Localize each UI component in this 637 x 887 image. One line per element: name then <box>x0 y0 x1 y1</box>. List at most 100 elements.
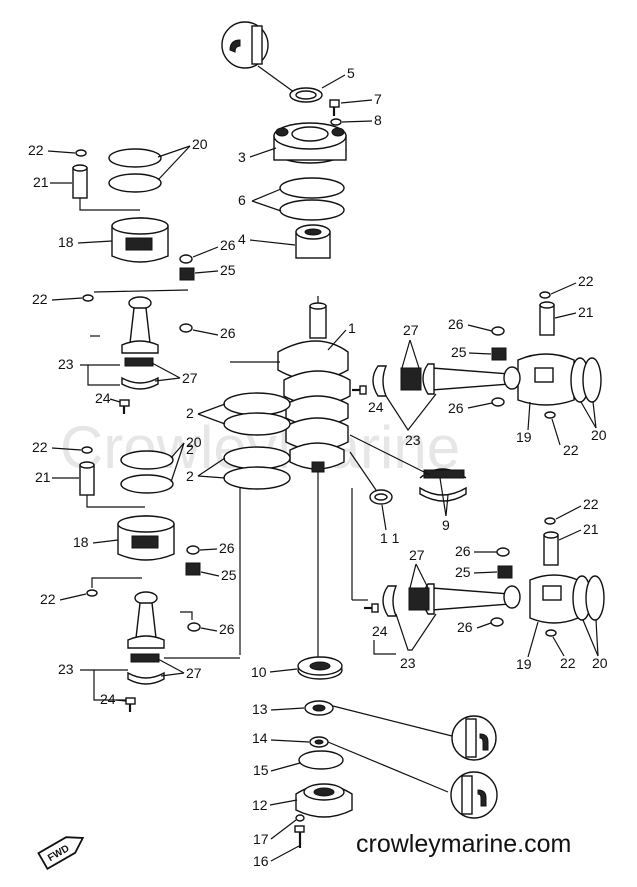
o-rings-6 <box>279 177 345 221</box>
piston-pin-21-lower-right <box>543 531 559 566</box>
piston-pin-21-lower-left <box>79 461 95 496</box>
callout-21b: 21 <box>35 469 51 485</box>
clip-22-right-2 <box>544 411 556 419</box>
clip-22-upper-left <box>75 149 87 157</box>
callout-17: 17 <box>253 831 269 847</box>
callout-22g: 22 <box>583 496 599 512</box>
callout-24d: 24 <box>372 623 388 639</box>
connecting-rod-upper-right <box>422 363 521 395</box>
seal-13 <box>304 700 334 716</box>
bearing-10 <box>297 656 343 680</box>
rod-cap-bearings-lower-left <box>127 653 165 685</box>
piston-rings-2 <box>223 392 291 490</box>
connecting-rod-upper-left <box>121 296 159 354</box>
callout-22b: 22 <box>32 291 48 307</box>
piston-pin-21-upper-left <box>72 164 88 199</box>
rod-cap-bearings-upper-right <box>372 365 422 397</box>
site-footer: crowleymarine.com <box>356 830 571 858</box>
callout-26h: 26 <box>457 619 473 635</box>
callout-5: 5 <box>347 65 355 81</box>
washer-26-upper-right-top <box>491 326 505 336</box>
bolt-7 <box>329 99 340 116</box>
callout-1: 1 <box>348 320 356 336</box>
clip-22-lower-right <box>544 517 556 525</box>
connecting-rod-lower-right <box>422 583 521 615</box>
callout-22h: 22 <box>560 655 576 671</box>
callout-22d: 22 <box>40 591 56 607</box>
fwd-arrow-icon: FWD <box>37 836 85 871</box>
callout-3: 3 <box>238 149 246 165</box>
callout-25b: 25 <box>221 567 237 583</box>
callout-26c: 26 <box>219 540 235 556</box>
bearing-25-upper-center <box>179 267 195 281</box>
callout-26a: 26 <box>220 237 236 253</box>
rod-cap-bearings-lower-right <box>382 585 430 617</box>
callout-20a: 20 <box>192 136 208 152</box>
callout-14: 14 <box>252 730 268 746</box>
washer-26-lower-center <box>186 545 200 555</box>
callout-15: 15 <box>253 762 269 778</box>
callout-23c: 23 <box>405 432 421 448</box>
callout-21c: 21 <box>578 304 594 320</box>
washer-17 <box>295 814 305 822</box>
callout-19a: 19 <box>516 429 532 445</box>
lower-seal-detail-lower <box>327 741 498 819</box>
o-ring-15 <box>298 750 344 770</box>
clip-22-upper-right <box>539 291 551 299</box>
bearing-4 <box>295 224 331 259</box>
callout-24b: 24 <box>100 691 116 707</box>
clip-22-lower-left <box>81 446 93 454</box>
callout-13: 13 <box>252 701 268 717</box>
callout-6: 6 <box>238 192 246 208</box>
bolt-24-lower-left <box>125 697 136 712</box>
seal-11 <box>369 489 393 505</box>
callout-26g: 26 <box>455 543 471 559</box>
callout-21d: 21 <box>583 521 599 537</box>
seal-14 <box>309 736 329 748</box>
callout-20c: 20 <box>591 427 607 443</box>
callout-11: 1 1 <box>380 530 400 546</box>
lower-bearing-housing-12 <box>295 783 353 818</box>
callout-26f: 26 <box>448 400 464 416</box>
washer-26-upper-right-bottom <box>491 397 505 407</box>
callout-27a: 27 <box>182 370 198 386</box>
callout-18a: 18 <box>58 234 74 250</box>
piston-rings-20-lower-right <box>572 575 605 621</box>
callout-26b: 26 <box>220 325 236 341</box>
callout-23a: 23 <box>58 356 74 372</box>
bearing-25-lower-right <box>497 565 513 579</box>
callout-10: 10 <box>251 664 267 680</box>
lower-seal-detail-upper <box>332 705 497 761</box>
rod-cap-bearings-upper-left <box>121 357 159 390</box>
callout-16: 16 <box>253 853 269 869</box>
clip-22-right-4 <box>545 629 557 637</box>
piston-19-lower-right <box>529 574 579 624</box>
callout-2c: 2 <box>186 468 194 484</box>
callout-20b: 20 <box>186 434 202 450</box>
callout-8: 8 <box>374 112 382 128</box>
callout-18b: 18 <box>73 534 89 550</box>
callout-27b: 27 <box>186 665 202 681</box>
bearing-25-upper-right <box>491 347 507 361</box>
bolt-24-lower-right <box>364 603 379 613</box>
callout-9: 9 <box>442 517 450 533</box>
callout-22f: 22 <box>563 442 579 458</box>
piston-rings-20-upper-right <box>570 357 602 403</box>
piston-18-lower-left <box>117 515 175 561</box>
callout-27c: 27 <box>403 322 419 338</box>
washer-26-lower-right-bottom <box>490 617 504 627</box>
callout-25a: 25 <box>220 262 236 278</box>
piston-pin-21-upper-right <box>539 301 555 336</box>
callout-26e: 26 <box>448 316 464 332</box>
callout-24c: 24 <box>368 399 384 415</box>
callout-23d: 23 <box>400 655 416 671</box>
callout-21a: 21 <box>33 174 49 190</box>
callout-25c: 25 <box>451 344 467 360</box>
callout-20d: 20 <box>592 655 608 671</box>
connecting-rod-lower-left <box>127 591 165 649</box>
callout-22e: 22 <box>578 273 594 289</box>
callout-27d: 27 <box>409 547 425 563</box>
washer-26-lower-left-rod <box>187 622 201 632</box>
bearing-25-lower-center <box>185 562 201 576</box>
callout-26d: 26 <box>219 621 235 637</box>
